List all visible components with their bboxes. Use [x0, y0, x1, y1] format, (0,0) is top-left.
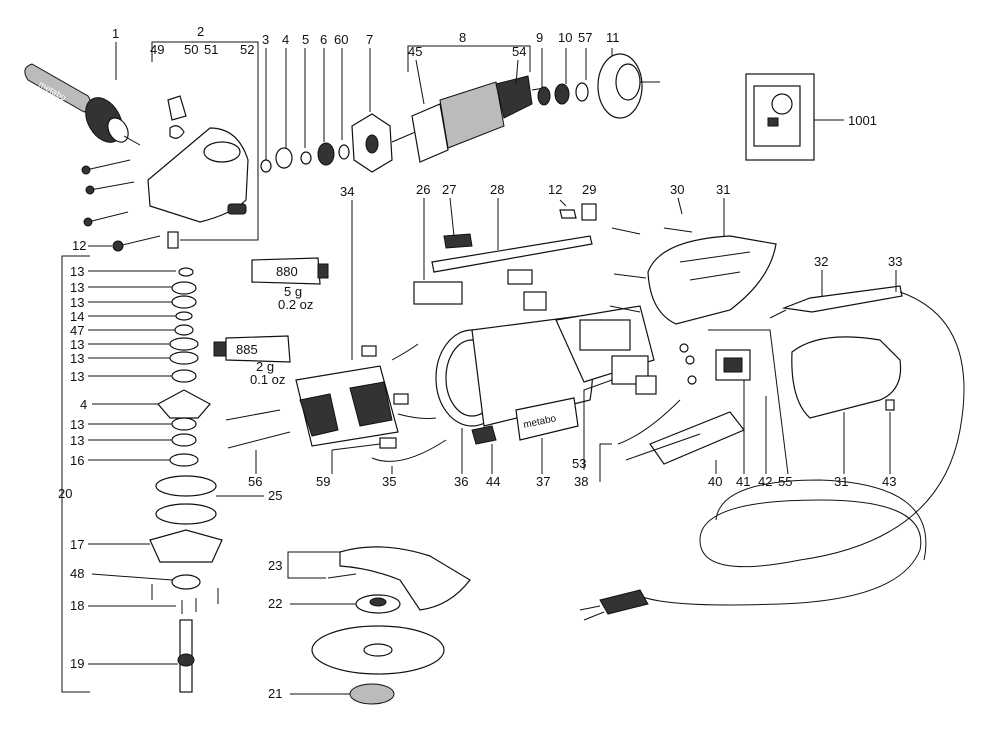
- grease-880-code: 880: [276, 264, 298, 279]
- part-label-20: 20: [58, 486, 72, 501]
- part-label-13a: 13: [70, 264, 84, 279]
- part-label-13e: 13: [70, 351, 84, 366]
- part-label-29: 29: [582, 182, 596, 197]
- part-label-3: 3: [262, 32, 269, 47]
- part-label-9: 9: [536, 30, 543, 45]
- part-label-5: 5: [302, 32, 309, 47]
- part-label-47: 47: [70, 323, 84, 338]
- part-label-13d: 13: [70, 337, 84, 352]
- part-label-10: 10: [558, 30, 572, 45]
- grease-880-mass: 5 g: [284, 284, 302, 299]
- gear-housing: [147, 95, 249, 249]
- grease-tube-885: 885 2 g 0.1 oz: [213, 335, 291, 387]
- brushes-and-cable: 59 35: [316, 437, 447, 489]
- part-label-48: 48: [70, 566, 84, 581]
- part-label-2: 2: [197, 24, 204, 39]
- part-label-26: 26: [416, 182, 430, 197]
- electronics-module: 40: [617, 399, 745, 489]
- part-label-13f: 13: [70, 369, 84, 384]
- callout-group-top: 1 2 49 50 51 52 3 4 5 6 60 7 8 9 10 57 1…: [112, 24, 620, 80]
- part-label-16: 16: [70, 453, 84, 468]
- part-label-17: 17: [70, 537, 84, 552]
- part-label-23: 23: [268, 558, 282, 573]
- switch: 53 38: [572, 355, 657, 489]
- grease-880-oz: 0.2 oz: [278, 297, 313, 312]
- part-label-1001: 1001: [848, 113, 877, 128]
- part-label-45: 45: [408, 44, 422, 59]
- part-label-37: 37: [536, 474, 550, 489]
- part-label-50: 50: [184, 42, 198, 57]
- part-label-13h: 13: [70, 433, 84, 448]
- housing-shell-bottom: 31 43: [791, 336, 902, 489]
- wheel-guard-assembly: 23 22 21: [268, 546, 471, 705]
- part-label-19: 19: [70, 656, 84, 671]
- part-label-56: 56: [248, 474, 262, 489]
- part-label-8: 8: [459, 30, 466, 45]
- part-label-30: 30: [670, 182, 684, 197]
- part-label-27: 27: [442, 182, 456, 197]
- grease-885-oz: 0.1 oz: [250, 372, 285, 387]
- part-label-12b: 12: [548, 182, 562, 197]
- part-label-36: 36: [454, 474, 468, 489]
- part-label-51: 51: [204, 42, 218, 57]
- part-label-18: 18: [70, 598, 84, 613]
- part-label-44: 44: [486, 474, 500, 489]
- switch-parts: [413, 203, 597, 311]
- part-label-38: 38: [574, 474, 588, 489]
- part-label-42: 42: [758, 474, 772, 489]
- part-label-40: 40: [708, 474, 722, 489]
- part-label-53: 53: [572, 456, 586, 471]
- part-label-13b: 13: [70, 280, 84, 295]
- part-label-21: 21: [268, 686, 282, 701]
- part-label-4b: 4: [80, 397, 87, 412]
- part-label-11: 11: [606, 30, 620, 45]
- spindle-stack: [149, 267, 223, 693]
- part-label-32: 32: [814, 254, 828, 269]
- part-label-33: 33: [888, 254, 902, 269]
- terminal-parts: 41 42 55: [679, 329, 792, 489]
- grease-885-mass: 2 g: [256, 359, 274, 374]
- part-label-35: 35: [382, 474, 396, 489]
- part-label-7: 7: [366, 32, 373, 47]
- part-label-57: 57: [578, 30, 592, 45]
- part-label-41: 41: [736, 474, 750, 489]
- callout-group-left: 13 13 13 14 47 13 13 13 4 13 13 16 20 25…: [58, 255, 282, 693]
- part-label-52: 52: [240, 42, 254, 57]
- part-label-34: 34: [340, 184, 354, 199]
- part-label-60: 60: [334, 32, 348, 47]
- housing-shell-top: [609, 227, 777, 325]
- part-label-49: 49: [150, 42, 164, 57]
- label-plates: metabo 37 44: [471, 397, 579, 489]
- part-label-43: 43: [882, 474, 896, 489]
- part-label-22: 22: [268, 596, 282, 611]
- long-screws: 56: [225, 409, 291, 489]
- screws-left: [81, 159, 161, 252]
- part-label-14: 14: [70, 309, 84, 324]
- part-label-6: 6: [320, 32, 327, 47]
- part-label-31a: 31: [716, 182, 730, 197]
- inset-detail-1001: 1001: [745, 73, 877, 161]
- part-label-13c: 13: [70, 295, 84, 310]
- part-label-4: 4: [282, 32, 289, 47]
- armature: [391, 48, 660, 163]
- part-label-28: 28: [490, 182, 504, 197]
- power-cable: 32 33: [579, 254, 965, 621]
- callout-group-middle: 34 26 27 28 12 29 30 31: [340, 182, 730, 360]
- motor-housing: 36: [435, 305, 655, 489]
- part-label-59: 59: [316, 474, 330, 489]
- part-label-12a: 12: [72, 238, 86, 253]
- part-label-13g: 13: [70, 417, 84, 432]
- bearing-parts: [260, 48, 393, 173]
- part-label-25: 25: [268, 488, 282, 503]
- stator: [295, 343, 437, 447]
- grease-tube-880: 880 5 g 0.2 oz: [251, 257, 329, 312]
- part-label-31b: 31: [834, 474, 848, 489]
- grease-885-code: 885: [236, 342, 258, 357]
- part-label-1: 1: [112, 26, 119, 41]
- part-label-54: 54: [512, 44, 526, 59]
- auxiliary-handle: metabo: [24, 63, 141, 146]
